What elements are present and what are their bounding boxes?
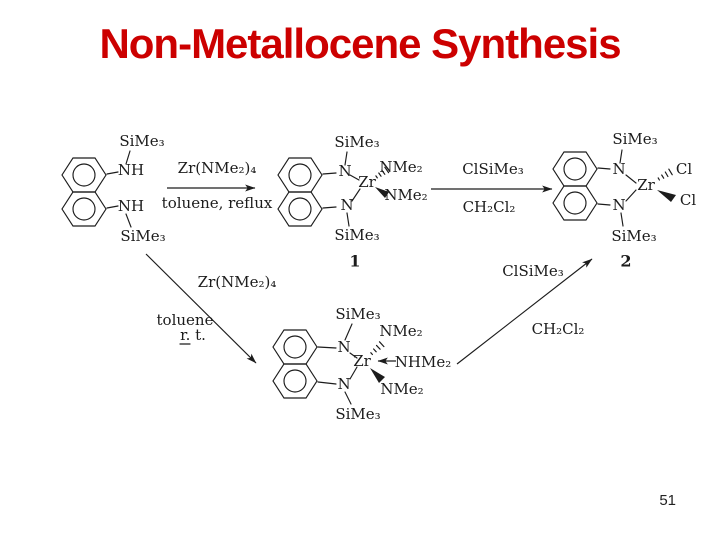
start-material-si-bottom-label: SiMe₃ — [120, 227, 165, 245]
compound-1-number-label: 1 — [349, 252, 360, 271]
compound-2-n-top-label: N — [612, 160, 625, 178]
slide-page-number: 51 — [659, 492, 676, 509]
naphthalene-ring — [277, 157, 323, 227]
compound-3-si-bottom-label: SiMe₃ — [335, 405, 380, 423]
compound-3-nhme2-label: NHMe₂ — [395, 353, 451, 371]
compound-2-structure: SiMe₃ N Zr Cl Cl N SiMe₃ 2 — [552, 130, 696, 271]
start-material-structure: SiMe₃ NH NH SiMe₃ — [61, 132, 166, 245]
compound-2-si-top-label: SiMe₃ — [612, 130, 657, 148]
compound-1-solid-wedge — [375, 187, 389, 198]
compound-3-zr-label: Zr — [353, 352, 371, 370]
compound-2-cl-upper-label: Cl — [676, 160, 692, 178]
reaction-arrow-top-right: ClSiMe₃ CH₂Cl₂ — [431, 160, 553, 216]
arrow-diag-right-reagent-label: ClSiMe₃ — [502, 262, 564, 280]
compound-2-n-bottom-label: N — [612, 196, 625, 214]
naphthalene-ring — [272, 329, 318, 399]
arrow-top-left-reagent-label: Zr(NMe₂)₄ — [178, 159, 257, 177]
arrow-diag-left-reagent-label: Zr(NMe₂)₄ — [198, 273, 277, 291]
compound-3-hashed-wedge — [370, 341, 385, 356]
compound-2-number-label: 2 — [620, 252, 631, 271]
arrow-diag-right-solvent-label: CH₂Cl₂ — [532, 320, 585, 338]
compound-3-bonds — [317, 323, 358, 405]
compound-3-structure: SiMe₃ N Zr NMe₂ NHMe₂ NMe₂ N SiMe₃ — [272, 305, 451, 423]
slide-title: Non-Metallocene Synthesis — [99, 20, 621, 67]
compound-1-si-top-label: SiMe₃ — [334, 133, 379, 151]
arrow-diag-left-solvent-label: toluene — [157, 311, 214, 329]
compound-3-nme2-lower-label: NMe₂ — [380, 380, 423, 398]
compound-1-bonds — [322, 151, 361, 227]
compound-3-n-bottom-label: N — [337, 375, 350, 393]
arrow-top-left-conditions-label: toluene, reflux — [162, 194, 273, 212]
arrow-top-right-solvent-label: CH₂Cl₂ — [463, 198, 516, 216]
reaction-arrow-top-left: Zr(NMe₂)₄ toluene, reflux — [162, 159, 273, 212]
compound-3-n-top-label: N — [337, 338, 350, 356]
compound-3-si-top-label: SiMe₃ — [335, 305, 380, 323]
compound-3-solid-wedge — [370, 368, 385, 383]
arrow-diag-left-temperature-label: r. t. — [180, 326, 206, 344]
compound-1-n-top-label: N — [338, 162, 351, 180]
compound-1-structure: SiMe₃ N Zr NMe₂ NMe₂ N SiMe₃ 1 — [277, 133, 428, 271]
compound-2-cl-lower-label: Cl — [680, 191, 696, 209]
start-material-si-top-label: SiMe₃ — [119, 132, 164, 150]
compound-1-nme2-lower-label: NMe₂ — [384, 186, 427, 204]
compound-2-zr-label: Zr — [637, 176, 655, 194]
compound-1-zr-label: Zr — [358, 173, 376, 191]
naphthalene-ring — [552, 151, 598, 221]
compound-1-n-bottom-label: N — [340, 196, 353, 214]
compound-1-hashed-wedge — [375, 166, 390, 179]
naphthalene-ring — [61, 157, 107, 227]
compound-2-bonds — [597, 149, 637, 227]
start-material-bonds — [106, 150, 132, 228]
reaction-arrow-diag-left: Zr(NMe₂)₄ toluene r. t. — [145, 253, 277, 364]
compound-1-si-bottom-label: SiMe₃ — [334, 226, 379, 244]
start-material-nh-bottom-label: NH — [118, 197, 144, 215]
compound-2-si-bottom-label: SiMe₃ — [611, 227, 656, 245]
reaction-arrow-diag-right: ClSiMe₃ CH₂Cl₂ — [456, 258, 593, 365]
compound-1-nme2-upper-label: NMe₂ — [379, 158, 422, 176]
compound-2-hashed-wedge — [657, 168, 673, 181]
arrow-top-right-reagent-label: ClSiMe₃ — [462, 160, 524, 178]
compound-2-solid-wedge — [657, 190, 676, 202]
compound-3-nme2-upper-label: NMe₂ — [379, 322, 422, 340]
start-material-nh-top-label: NH — [118, 161, 144, 179]
